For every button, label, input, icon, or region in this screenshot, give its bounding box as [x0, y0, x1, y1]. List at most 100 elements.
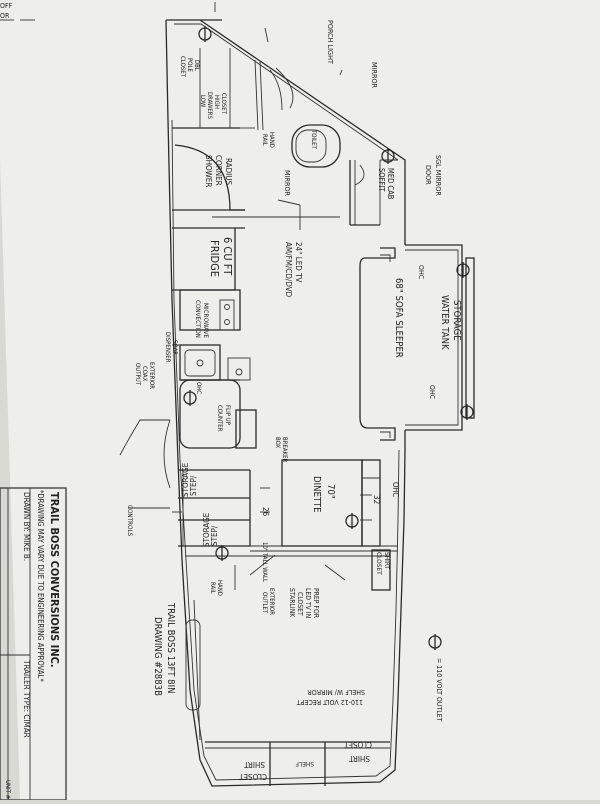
title-drawn-by: DRAWN BY: MIKE B. — [22, 492, 31, 561]
label-fridge-2: FRIDGE — [208, 240, 221, 277]
title-trailer-type: TRAILER TYPE: CIMAR — [22, 659, 31, 738]
label-ohc-sofa-left: OHC — [417, 265, 425, 280]
outlet-symbol — [456, 262, 470, 278]
label-dinette: DINETTE — [311, 476, 322, 513]
label-closet-right-1: CLOSET — [343, 740, 372, 749]
label-closet-right-2: SHIRT — [348, 754, 370, 763]
label-med-cab: MED CAB — [386, 168, 395, 200]
label-shower-1: RADIUS — [224, 158, 233, 186]
label-prep-3: CLOSET — [296, 592, 304, 616]
label-porch-light: PORCH LIGHT — [326, 20, 335, 64]
label-coax-3: OUTPUT — [134, 363, 141, 386]
outlet-symbol — [198, 26, 212, 42]
outlet-symbol — [183, 390, 197, 406]
bath-area — [172, 48, 398, 230]
leader-lines — [128, 2, 269, 509]
label-tv-1: 24" LED TV — [294, 242, 303, 283]
label-toilet: TOILET — [310, 129, 317, 150]
label-micro-1: MICROWAVE — [202, 303, 209, 339]
edge-text: OFF OR — [0, 2, 35, 21]
label-step-2b: STORAGE — [202, 512, 211, 547]
label-closet-high-2: HIGH — [213, 95, 220, 109]
label-flip-counter: COUNTER — [216, 405, 223, 432]
label-mirror-mid: MIRROR — [283, 170, 292, 197]
label-shirt-closet-2: CLOSET — [375, 552, 383, 575]
label-tv-2: AM/FM/CD/DVD — [284, 242, 293, 298]
label-ext-outlet-2: OUTLET — [261, 592, 268, 614]
label-closet-high-1: CLOSET — [220, 93, 227, 115]
label-hand-rail-b2: RAIL — [209, 582, 216, 594]
label-shelf-small: SHELF — [295, 760, 314, 768]
edge-or: OR — [0, 12, 10, 20]
label-hand-rail-2: RAIL — [261, 134, 268, 146]
bedroom-area — [185, 549, 391, 786]
outlet-symbol — [381, 148, 395, 164]
rotated-labels: PORCH LIGHT MIRROR SGL MIRROR DOOR DBL P… — [126, 20, 462, 722]
label-med-cab-soffit: SOFFIT — [377, 168, 386, 192]
label-storage: STORAGE — [451, 300, 462, 341]
label-prep-1: PREP FOR — [312, 588, 320, 619]
label-dim-32: 32 — [372, 495, 381, 504]
label-ohc-dinette: OHC — [391, 482, 400, 497]
drawing-id: TRAIL BOSS 13FT 8IN DRAWING #2883B — [152, 602, 176, 696]
label-breaker-2: BOX — [274, 437, 281, 448]
label-dbl-pole-1: DBL — [193, 60, 200, 71]
label-dbl-pole-3: CLOSET — [179, 56, 186, 78]
drawing-model: TRAIL BOSS 13FT 8IN — [165, 602, 176, 694]
outlet-symbol — [428, 634, 442, 650]
label-sgl-mirror: SGL MIRROR — [434, 155, 443, 196]
kitchen-area — [119, 228, 398, 552]
label-step-1a: STEP/ — [189, 475, 198, 496]
label-dim-26: 26 — [261, 507, 270, 517]
label-mirror-top: MIRROR — [370, 62, 379, 89]
label-controls: CONTROLS — [126, 505, 133, 537]
label-hand-rail-1: HAND — [268, 132, 275, 148]
title-block: TRAIL BOSS CONVERSIONS INC. *DRAWING MAY… — [0, 487, 67, 801]
label-soap-2: DISPENSER — [164, 332, 171, 363]
label-shelf-mirror: SHELF W/ MIRROR — [307, 688, 365, 696]
label-water-tank: WATER TANK — [439, 295, 450, 350]
label-shelf-receptacle: 110-12 VOLT RECEPT — [297, 698, 363, 706]
label-fridge-1: 6 CU FT — [221, 237, 234, 276]
outlet-symbol — [345, 513, 359, 529]
label-flip-up: FLIP UP — [224, 405, 231, 426]
outlet-symbol — [460, 404, 474, 420]
label-shirt-left-2: CLOSET — [238, 772, 267, 781]
edge-off: OFF — [0, 2, 13, 10]
label-shower-2: CORNER — [214, 155, 223, 186]
trailer-outline — [165, 19, 406, 787]
outlet-symbols — [183, 26, 474, 650]
label-coax-2: COAX — [141, 366, 148, 382]
title-disclaimer: *DRAWING MAY VARY DUE TO ENGINEERING APP… — [36, 490, 45, 682]
label-shirt-closet-1: SHIRT — [383, 552, 391, 569]
label-ohc-sofa-right: OHC — [428, 385, 436, 400]
label-closet-high-3: DRAWERS — [206, 92, 213, 120]
label-ohc-sink: OHC — [195, 382, 202, 394]
label-soap-1: SOAP — [171, 340, 178, 355]
label-coax-1: EXTERIOR — [148, 362, 155, 389]
label-dbl-pole-2: POLE — [186, 58, 193, 73]
title-unit: UNIT # — [4, 780, 11, 800]
label-closet-high-4: LOW — [199, 95, 206, 108]
label-tall-wall: 10" TALL WALL — [261, 542, 268, 582]
label-hand-rail-b1: HAND — [216, 580, 223, 596]
label-prep-2: LED TV IN — [304, 588, 312, 618]
label-sofa-sleeper: 68" SOFA SLEEPER — [393, 278, 404, 358]
label-ext-outlet-1: EXTERIOR — [268, 588, 275, 615]
label-prep-4: STARLINK — [288, 588, 296, 618]
drawing-number: DRAWING #2883B — [152, 617, 163, 696]
label-shirt-left-1: SHIRT — [243, 760, 265, 769]
title-company: TRAIL BOSS CONVERSIONS INC. — [48, 492, 61, 668]
label-micro-2: CONVECTION — [194, 300, 201, 338]
label-breaker-1: BREAKER — [281, 437, 288, 463]
label-step-2a: STEP/ — [210, 525, 219, 546]
label-outlet-legend: = 110 VOLT OUTLET — [435, 658, 443, 722]
label-dinette-size: 70" — [325, 484, 336, 499]
label-step-1b: STORAGE — [181, 462, 190, 497]
label-sgl-mirror-door: DOOR — [424, 165, 433, 185]
label-shower-3: SHOWER — [204, 155, 213, 187]
rear-labels: SHELF W/ MIRROR 110-12 VOLT RECEPT CLOSE… — [238, 688, 372, 781]
